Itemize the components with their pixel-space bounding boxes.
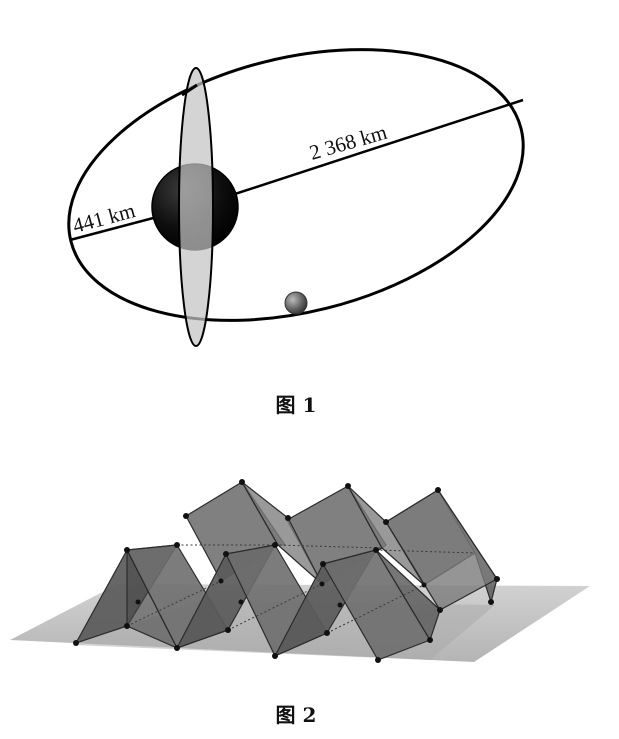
figure-2-folded-structure: 图 2	[10, 479, 590, 727]
front-prism-3-end-face	[375, 549, 441, 641]
figure-2-caption: 图 2	[276, 703, 317, 727]
orbit-ellipse	[67, 48, 525, 322]
long-distance-segment	[194, 98, 524, 209]
figure-1-orbit-diagram: 441 km 2 368 km 图 1	[67, 48, 525, 417]
equatorial-plane	[178, 67, 214, 347]
hidden-edges	[126, 544, 476, 634]
folded-prism-array	[73, 479, 500, 663]
front-prism-1-end-face	[126, 549, 178, 649]
vertex-points	[73, 479, 500, 663]
orbit-front-arc	[181, 83, 198, 97]
satellite-sphere	[284, 291, 308, 315]
figure-1-caption: 图 1	[276, 393, 317, 417]
